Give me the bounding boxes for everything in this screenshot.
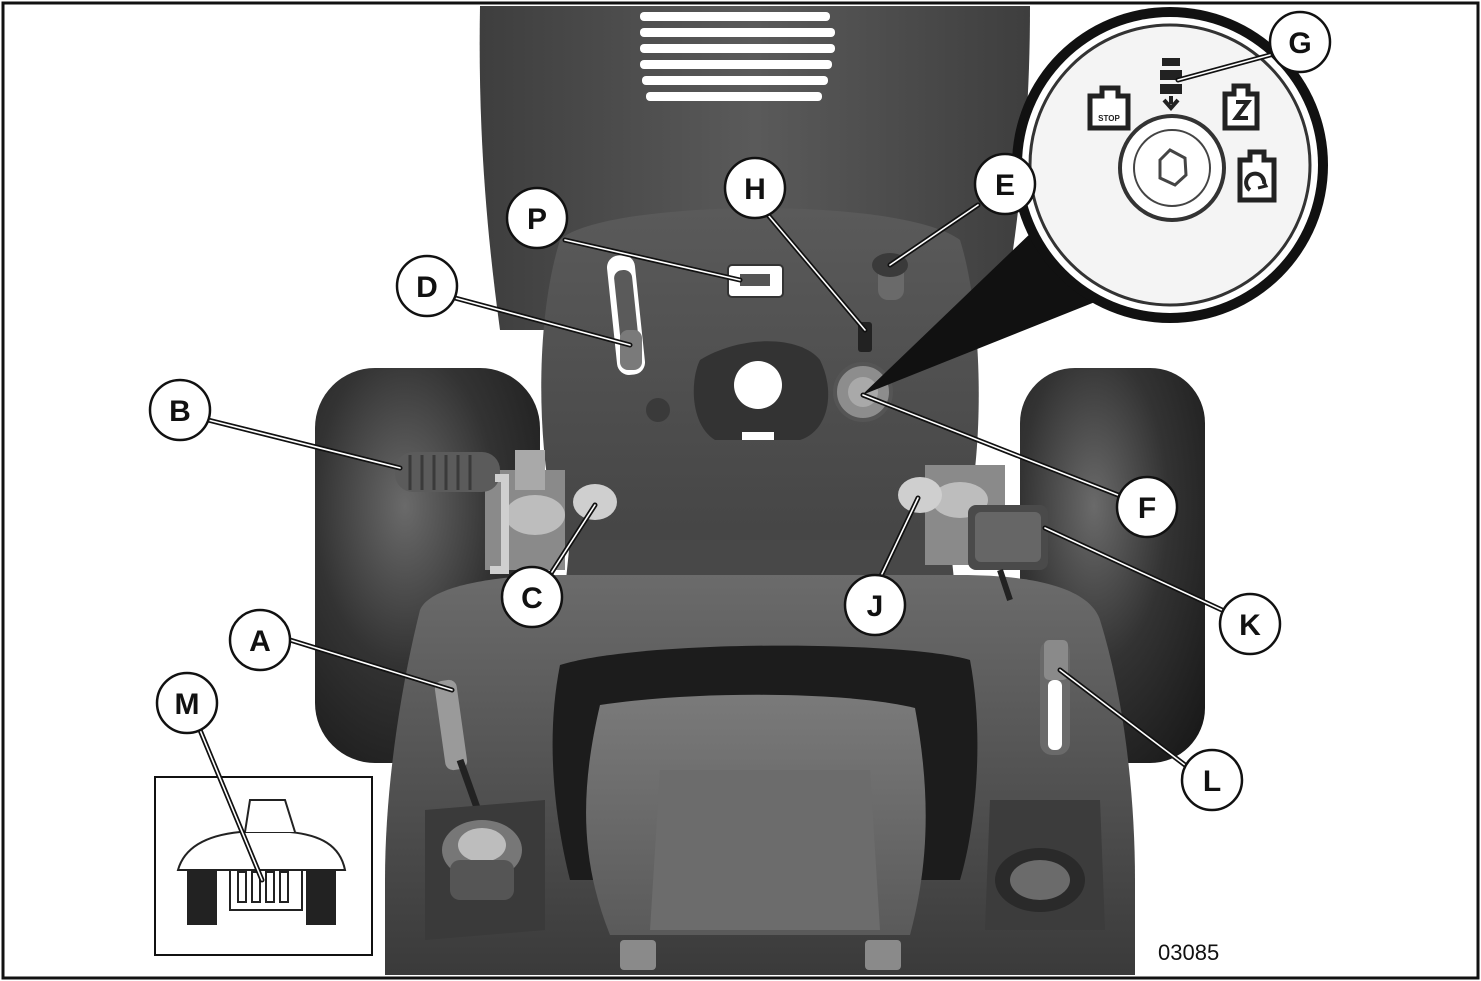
callout-L: L [1180,748,1244,812]
run-icon [1222,83,1260,131]
height-knob [425,800,545,940]
callout-H-label: H [744,173,766,206]
callout-A: A [228,608,292,672]
callout-J: J [843,573,907,637]
callout-C-label: C [521,582,543,615]
brake-pedal [395,452,509,574]
cup-holder [985,800,1105,930]
callout-F-label: F [1138,492,1156,525]
console-details [573,253,942,520]
callout-E-label: E [995,169,1015,202]
callout-A-label: A [249,625,271,658]
leader-lines [197,52,1273,883]
lift-position-inset [154,776,373,956]
throttle-lever [620,330,642,370]
left-drive-lever [573,484,617,520]
callout-C: C [500,565,564,629]
callout-P: P [505,186,569,250]
callout-J-label: J [867,590,884,623]
callout-P-label: P [527,203,547,236]
callout-B: B [148,378,212,442]
left-linkage [485,450,565,570]
start-icon [1237,149,1277,203]
callout-G-label: G [1288,27,1311,60]
console-plug [646,398,670,422]
ignition-inset: STOP [862,7,1328,395]
callout-K: K [1218,592,1282,656]
callout-F: F [1115,475,1179,539]
callout-M-label: M [175,688,200,721]
callout-D-label: D [416,271,438,304]
callout-M: M [155,671,219,735]
stop-icon: STOP [1087,85,1131,131]
fuel-cap [734,361,782,409]
lights-icon [1160,58,1182,112]
callout-K-label: K [1239,609,1261,642]
key-slot-icon [1158,148,1188,187]
callout-H: H [723,156,787,220]
callout-D: D [395,254,459,318]
seat-adjust-slot [1040,640,1070,755]
callout-L-label: L [1203,765,1221,798]
stop-label: STOP [1098,114,1120,123]
callout-G: G [1268,10,1332,74]
figure-number: 03085 [1158,940,1219,965]
callout-B-label: B [169,395,191,428]
right-drive-lever [898,477,942,513]
hood-grille [640,12,835,101]
drive-pedal [968,505,1048,601]
callout-E: E [973,152,1037,216]
seat-springs [620,940,901,970]
